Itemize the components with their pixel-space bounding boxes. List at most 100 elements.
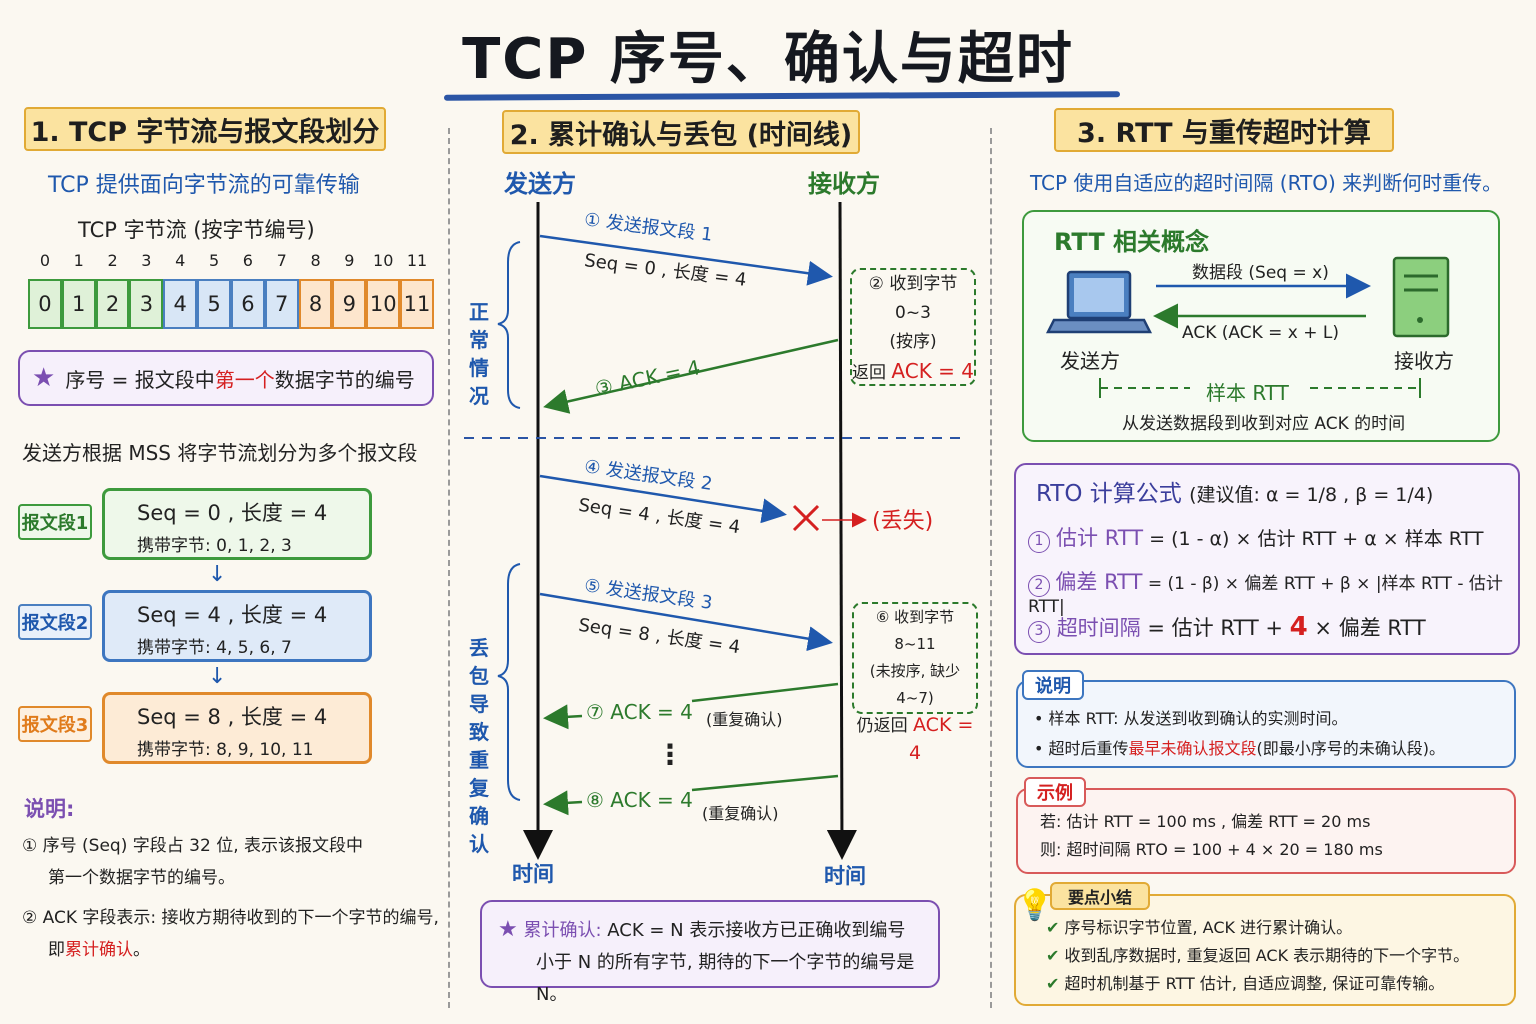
star-icon: ★ [32,363,56,393]
divider-left [448,128,450,1008]
rto-params: (建议值: α = 1/8 , β = 1/4) [1189,484,1434,506]
msg5-arrow [539,592,833,652]
segment3-tag: 报文段3 [18,706,92,742]
segment3-box: Seq = 8 , 长度 = 4 携带字节: 8, 9, 10, 11 [102,692,372,764]
summary-item-2-text: 收到乱序数据时, 重复返回 ACK 表示期待的下一个字节。 [1064,946,1470,965]
byte-index: 0 [39,251,50,270]
timeline-diagram [464,201,962,860]
formula-1-expr: = (1 - α) × 估计 RTT + α × 样本 RTT [1149,528,1484,550]
cumulative-ack-summary: ★ 累计确认: ACK = N 表示接收方已正确收到编号 小于 N 的所有字节,… [480,900,940,1005]
byte-index-row: 0 1 2 3 4 5 6 7 8 9 10 11 [28,251,434,270]
ack6-prefix: 仍返回 [856,716,908,736]
example-line-2: 则: 超时间隔 RTO = 100 + 4 × 20 = 180 ms [1040,840,1383,859]
ack-label: ACK (ACK = x + L) [1182,323,1340,343]
msg8-note: (重复确认) [702,804,779,823]
rtt-concept-diagram [1045,256,1450,398]
rto-title: RTO 计算公式 [1036,481,1182,507]
time-label-left: 时间 [512,862,554,886]
byte-cell: 0 [28,279,62,329]
note2-highlight: 累计确认 [65,940,133,960]
byte-stream-title: TCP 字节流 (按字节编号) [78,218,315,242]
example-tag: 示例 [1024,777,1086,807]
def-highlight: 第一个 [214,367,275,392]
byte-index: 4 [175,251,186,270]
byte-cell: 8 [298,279,333,329]
key-summary-box [1014,894,1516,1006]
summary-item-2: ✔ 收到乱序数据时, 重复返回 ACK 表示期待的下一个字节。 [1046,942,1469,970]
rtt-concept-title: RTT 相关概念 [1054,228,1210,256]
formula-1-name: 估计 RTT [1056,526,1144,550]
check-icon: ✔ [1046,946,1060,965]
time-label-right: 时间 [824,864,866,888]
explanation-item-1: • 样本 RTT: 从发送到收到确认的实测时间。 [1034,709,1348,728]
key-summary-tag: 要点小结 [1050,882,1150,910]
def-suffix: 数据字节的编号 [274,367,415,392]
byte-stream: 0 1 2 3 4 5 6 7 8 9 10 11 [28,279,434,329]
byte-cell: 2 [95,279,130,329]
note1-line-b: 第一个数据字节的编号。 [48,868,235,888]
notes-list: ① 序号 (Seq) 字段占 32 位, 表示该报文段中 第一个数据字节的编号。… [22,830,439,966]
segment2-box: Seq = 4 , 长度 = 4 携带字节: 4, 5, 6, 7 [102,590,372,662]
byte-cell: 5 [197,279,231,329]
ack6-line3: 仍返回 ACK = 4 [854,712,976,768]
summary-item-1-text: 序号标识字节位置, ACK 进行累计确认。 [1064,918,1353,937]
ellipsis: ⋮ [656,738,684,771]
byte-index: 6 [242,251,253,270]
loss-case-label: 丢包导致重复确认 [469,636,489,856]
formula-2-name: 偏差 RTT [1055,570,1143,594]
byte-index: 5 [208,251,220,270]
example-box [1016,788,1516,874]
msg1-arrow [539,234,833,286]
example-line-1: 若: 估计 RTT = 100 ms , 偏差 RTT = 20 ms [1040,812,1371,831]
summary-item-1: ✔ 序号标识字节位置, ACK 进行累计确认。 [1046,914,1469,942]
ack2-line2: (按序) [889,332,937,352]
loss-bracket [497,563,521,801]
summary-line2: 小于 N 的所有字节, 期待的下一个字节的编号是 N。 [536,952,915,1005]
ack7-arrow-line [691,682,839,703]
formula-1: 1 估计 RTT = (1 - α) × 估计 RTT + α × 样本 RTT [1028,522,1483,553]
note2-line-a: ② ACK 字段表示: 接收方期待收到的下一个字节的编号, [22,908,439,928]
ack6-box: ⑥ 收到字节 8~11 (未按序, 缺少 4~7) 仍返回 ACK = 4 [852,602,978,764]
segment3-seq: Seq = 8 , 长度 = 4 [137,705,328,729]
ack7-arrow-head [543,704,583,730]
section3-subtitle: TCP 使用自适应的超时间隔 (RTO) 来判断何时重传。 [1030,171,1503,195]
note2-suffix: 。 [133,940,150,960]
explanation-box [1016,680,1516,768]
ack2-box: ② 收到字节 0~3 (按序) 返回 ACK = 4 [850,268,976,386]
arrow-down-icon: ↓ [208,664,227,689]
byte-index: 8 [310,251,321,270]
note1-line-a: ① 序号 (Seq) 字段占 32 位, 表示该报文段中 [22,836,364,856]
msg7-label: ⑦ ACK = 4 [586,700,693,724]
byte-cell: 7 [264,279,299,329]
formula-3-expr-a: = 估计 RTT + [1147,616,1283,640]
sender-label: 发送方 [504,170,576,198]
note2-prefix: 即 [48,940,65,960]
def-prefix: 序号 = 报文段中 [65,367,215,392]
explanation-tag: 说明 [1022,670,1084,700]
summary-prefix: 累计确认: [523,920,602,941]
ack6-highlight: ACK = 4 [908,714,974,764]
rto-formula-box [1014,463,1520,655]
mss-text: 发送方根据 MSS 将字节流划分为多个报文段 [22,441,418,465]
formula-3-name: 超时间隔 [1056,616,1141,640]
seq-definition-box: ★ 序号 = 报文段中第一个数据字节的编号 [18,350,434,406]
segment1-seq: Seq = 0 , 长度 = 4 [137,501,328,525]
page-title: TCP 序号、确认与超时 [462,27,1074,92]
example-list: 若: 估计 RTT = 100 ms , 偏差 RTT = 20 ms 则: 超… [1040,808,1383,864]
ack8-arrow-head [543,790,583,816]
byte-cell: 11 [400,279,434,329]
section1-tag: 1. TCP 字节流与报文段划分 [24,107,386,151]
receiver-lifeline [826,201,857,860]
byte-cell: 3 [129,279,164,329]
ack2-line1: ② 收到字节 0~3 [868,274,958,323]
data-segment-label: 数据段 (Seq = x) [1192,263,1329,283]
section1-subtitle: TCP 提供面向字节流的可靠传输 [48,173,360,198]
check-icon: ✔ [1046,974,1060,993]
explanation-item-2: • 超时后重传最早未确认报文段(即最小序号的未确认段)。 [1034,734,1445,764]
key-summary-list: ✔ 序号标识字节位置, ACK 进行累计确认。 ✔ 收到乱序数据时, 重复返回 … [1046,914,1469,998]
byte-index: 3 [141,251,152,270]
segment2-bytes: 携带字节: 4, 5, 6, 7 [137,638,292,658]
sample-rtt-label: 样本 RTT [1206,381,1289,405]
note2-line-b: 即累计确认。 [22,934,439,966]
byte-cell: 4 [163,279,198,329]
